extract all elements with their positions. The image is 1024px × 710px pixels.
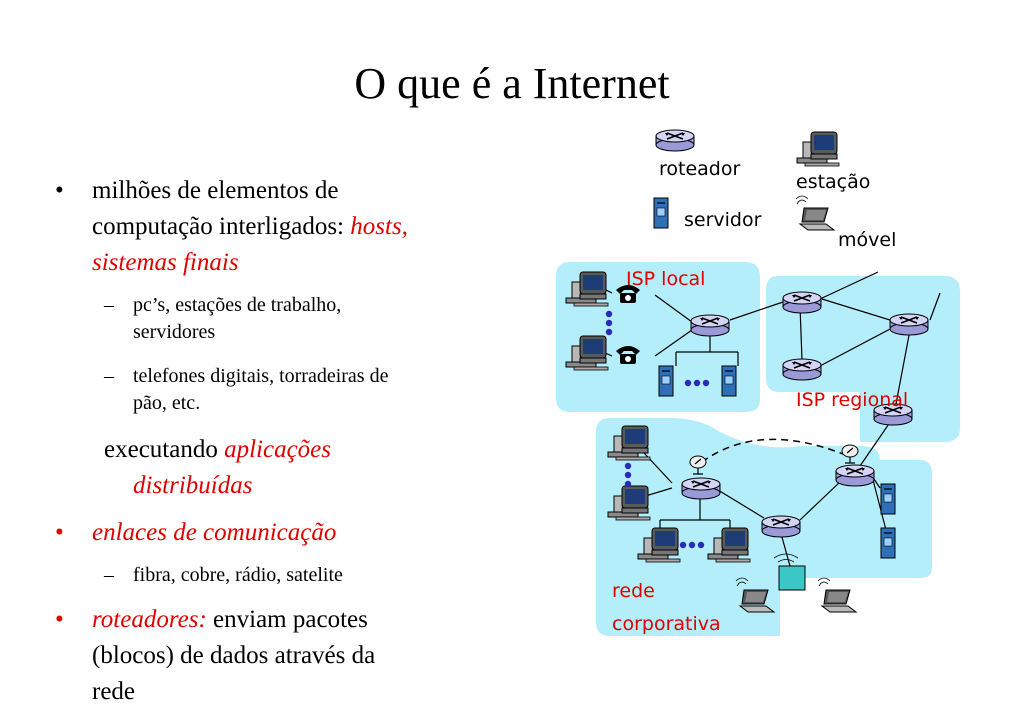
legend-server-icon	[653, 197, 669, 229]
router-icon	[690, 314, 730, 337]
ellipsis-dots-icon	[605, 310, 710, 549]
router-icon	[782, 358, 822, 381]
legend-router-label: roteador	[659, 158, 740, 180]
isp-local-region	[556, 262, 760, 412]
bullet-1-line-3: sistemas finais	[92, 249, 239, 276]
bullet-3-line-3: rede	[92, 678, 136, 705]
legend-mobile-icon	[795, 195, 835, 231]
router-icon	[782, 291, 822, 314]
legend-server-label: servidor	[684, 209, 762, 231]
bullet-2-line-1: enlaces de comunicação	[92, 519, 337, 546]
bullet-marker: •	[55, 177, 64, 204]
sub-2-line-1: telefones digitais, torradeiras de	[133, 365, 389, 387]
sub-1-line-2: servidores	[133, 321, 216, 343]
isp-local-label: ISP local	[626, 268, 705, 290]
corporate-network-label-1: rede	[612, 580, 655, 602]
sub-dash: –	[104, 564, 114, 586]
isp-regional-label: ISP regional	[796, 389, 908, 411]
server-icon	[880, 483, 896, 515]
exec-line-1: executando aplicações	[104, 436, 332, 463]
sub-1-line-1: pc’s, estações de trabalho,	[133, 294, 342, 316]
router-icon	[681, 477, 721, 500]
legend-workstation-label: estação	[796, 171, 870, 193]
bullet-1-line-1: milhões de elementos de	[92, 177, 339, 204]
page-title: O que é a Internet	[354, 59, 670, 108]
bullet-1-line-2: computação interligados: hosts,	[92, 213, 408, 240]
sub-2-line-2: pão, etc.	[133, 392, 201, 414]
bullet-marker: •	[55, 606, 64, 633]
wireless-link	[701, 438, 849, 463]
sub-dash: –	[104, 365, 114, 387]
corporate-network-label-2: corporativa	[612, 613, 721, 635]
bullet-marker: •	[55, 519, 64, 546]
legend-mobile-label: móvel	[838, 229, 896, 251]
server-icon	[880, 527, 896, 559]
router-icon	[835, 464, 875, 487]
legend-workstation-icon	[796, 131, 840, 167]
base-station-icon	[778, 565, 806, 591]
legend-router-icon	[655, 129, 695, 152]
exec-line-2: distribuídas	[133, 472, 253, 499]
wireless-waves-icon	[773, 553, 799, 563]
laptop-icon	[817, 577, 857, 613]
bullet-3-line-2: (blocos) de dados através da	[92, 642, 376, 669]
router-icon	[761, 515, 801, 538]
server-icon	[721, 365, 737, 397]
bullet-3-line-1: roteadores: enviam pacotes	[92, 606, 368, 633]
server-icon	[658, 365, 674, 397]
sub-3-line-1: fibra, cobre, rádio, satelite	[133, 564, 343, 586]
router-icon	[889, 313, 929, 336]
sub-dash: –	[104, 294, 114, 316]
